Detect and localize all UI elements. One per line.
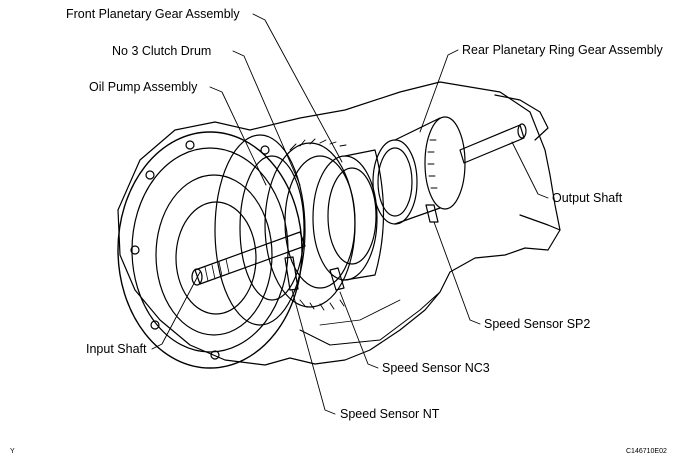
oil-pump-housing [214, 134, 306, 326]
leader-sp2 [433, 221, 481, 325]
sensor-sp2 [425, 204, 439, 223]
transmission-case [117, 81, 561, 366]
corner-mark-left: Y [10, 448, 15, 455]
leader-rear-planetary [419, 49, 459, 133]
leader-nc3 [339, 291, 379, 369]
figure-code: C146710E02 [626, 448, 667, 455]
label-speed-sensor-nt: Speed Sensor NT [340, 407, 440, 421]
label-rear-planetary-ring: Rear Planetary Ring Gear Assembly [462, 43, 663, 57]
label-speed-sensor-sp2: Speed Sensor SP2 [484, 317, 591, 331]
leader-input-shaft [151, 271, 201, 350]
leader-lines [151, 13, 549, 415]
rear-ring-gear-back [424, 116, 466, 210]
leader-front-planetary [252, 13, 343, 163]
sensor-nt [284, 256, 299, 291]
leader-nt [291, 289, 336, 415]
bell-housing [117, 131, 303, 369]
label-oil-pump: Oil Pump Assembly [89, 80, 198, 94]
sensor-nc3 [329, 267, 345, 291]
leader-oil-pump [209, 86, 267, 186]
label-no3-clutch-drum: No 3 Clutch Drum [112, 44, 212, 58]
label-speed-sensor-nc3: Speed Sensor NC3 [382, 361, 490, 375]
label-front-planetary: Front Planetary Gear Assembly [66, 7, 240, 21]
output-shaft-body [459, 124, 525, 164]
leader-no3-clutch-drum [232, 50, 301, 186]
rear-ring-gear-front [372, 139, 418, 225]
clutch-drum [264, 142, 356, 308]
label-input-shaft: Input Shaft [86, 342, 147, 356]
leader-output-shaft [511, 141, 549, 199]
label-output-shaft: Output Shaft [552, 191, 623, 205]
